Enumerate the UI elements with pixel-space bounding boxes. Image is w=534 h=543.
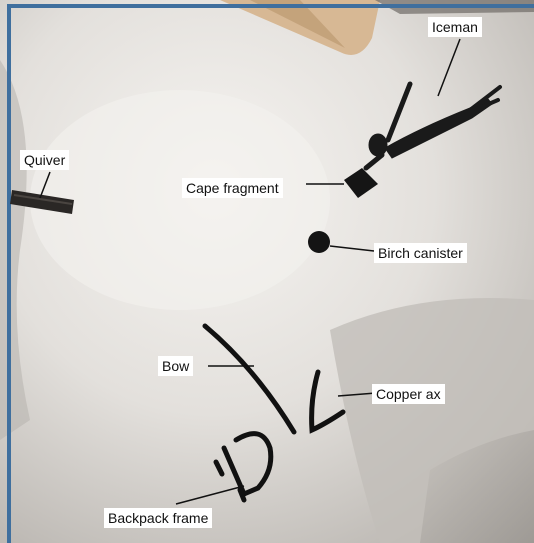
- snow-highlight: [30, 90, 330, 310]
- label-birch-canister: Birch canister: [374, 243, 467, 263]
- label-cape-fragment: Cape fragment: [182, 178, 283, 198]
- label-backpack-frame: Backpack frame: [104, 508, 212, 528]
- birch-canister-artifact: [308, 231, 330, 253]
- label-copper-ax: Copper ax: [372, 384, 445, 404]
- label-iceman: Iceman: [428, 17, 482, 37]
- label-bow: Bow: [158, 356, 193, 376]
- label-quiver: Quiver: [20, 150, 69, 170]
